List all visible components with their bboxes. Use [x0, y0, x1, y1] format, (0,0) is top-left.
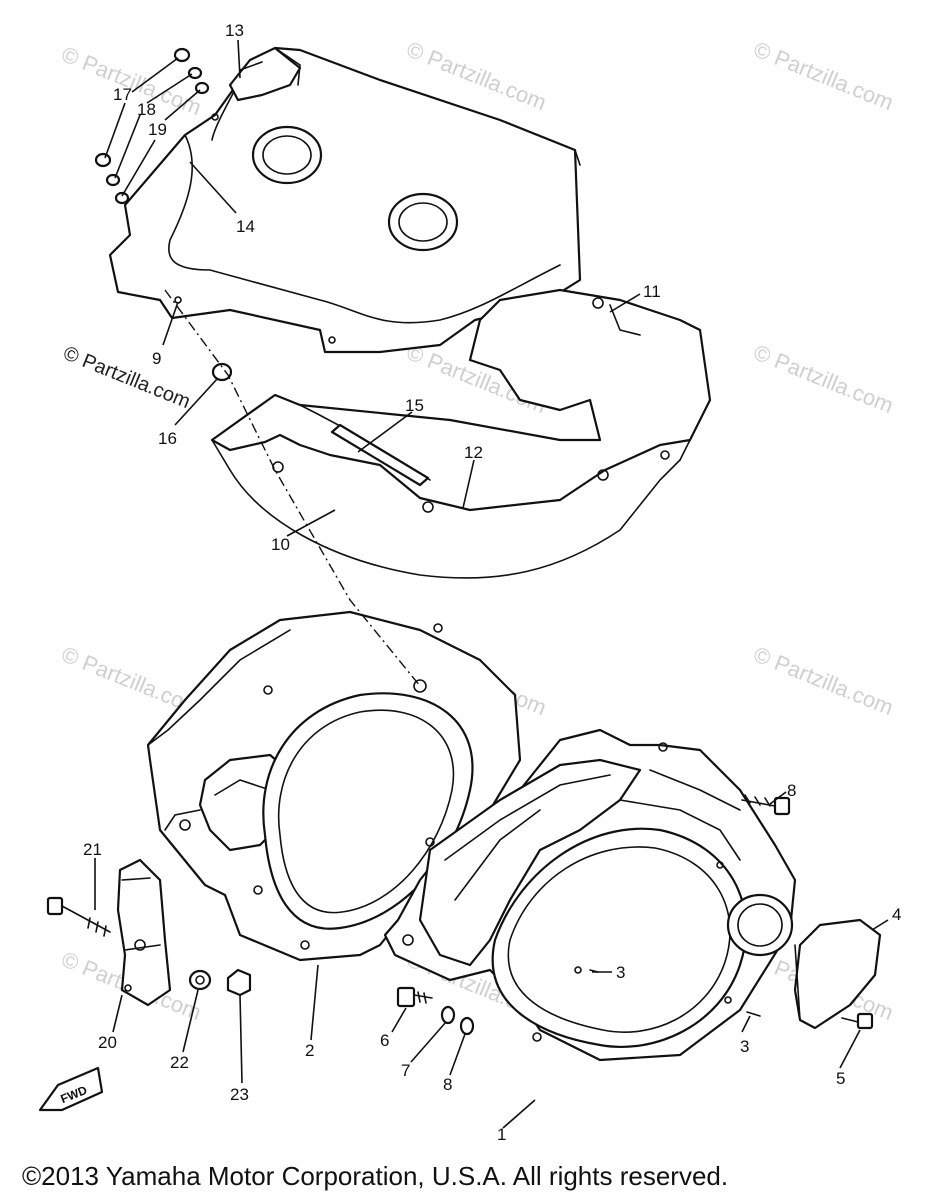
callout-18: 17: [113, 85, 132, 104]
callout-8: 8: [443, 1075, 452, 1094]
part-21-bracket: [116, 858, 172, 1007]
part-16-rod: [330, 423, 430, 487]
part-1-fan-cover: [383, 728, 797, 1062]
part-7-washer: [440, 1005, 456, 1025]
part-19-washer: [105, 173, 121, 187]
callout-1: 1: [497, 1125, 506, 1144]
part-8-washer: [459, 1016, 475, 1036]
part-20-washer: [114, 191, 130, 205]
watermark: © Partzilla.com: [60, 342, 193, 413]
part-18-bolt: [94, 152, 112, 168]
part-18-bolt: [173, 47, 191, 63]
callout-10: 9: [152, 349, 161, 368]
callout-14: 13: [225, 21, 244, 40]
part-24-nut: [226, 968, 252, 997]
callout-24: 23: [230, 1085, 249, 1104]
callout-3: 3: [740, 1037, 749, 1056]
part-4-cap: [793, 918, 882, 1030]
part-22-bolt: [46, 896, 111, 937]
part-17-grommet: [211, 362, 233, 382]
callout-7: 7: [401, 1061, 410, 1080]
callout-13: 12: [464, 443, 483, 462]
callout-16: 15: [405, 396, 424, 415]
callout-4: 4: [892, 905, 901, 924]
part-19-washer: [187, 66, 203, 80]
watermark: © Partzilla.com: [750, 641, 897, 720]
callout-20: 19: [148, 120, 167, 139]
callout-9: 8: [787, 781, 796, 800]
callout-23: 22: [170, 1053, 189, 1072]
watermark: © Partzilla.com: [750, 36, 897, 115]
part-5-bolt: [841, 1012, 874, 1030]
part-6-bolt: [396, 986, 433, 1008]
copyright-text: ©2013 Yamaha Motor Corporation, U.S.A. A…: [22, 1161, 728, 1191]
callout-5: 5: [836, 1069, 845, 1088]
part-23-washer: [188, 969, 212, 991]
leader-lines: [94, 39, 889, 1129]
callout-12: 11: [643, 282, 661, 301]
callout-6: 6: [380, 1031, 389, 1050]
callouts: 13 17 18 19 14 9 16 11 15 12 10 8 21 4 3…: [83, 21, 901, 1144]
callout-22: 21: [83, 840, 102, 859]
callout-2: 2: [305, 1041, 314, 1060]
callout-3: 3: [616, 963, 625, 982]
watermark: © Partzilla.com: [750, 339, 897, 418]
callout-19: 18: [137, 100, 156, 119]
callout-11: 10: [271, 535, 290, 554]
callout-21: 20: [98, 1033, 117, 1052]
part-10-upper-shroud: [108, 46, 582, 354]
fwd-arrow-icon: FWD: [38, 1066, 104, 1112]
part-3-pin: [746, 1011, 761, 1017]
part-9-bolt: [741, 794, 791, 816]
part-14-bracket: [228, 46, 302, 102]
callout-15: 14: [236, 217, 255, 236]
callout-17: 16: [158, 429, 177, 448]
